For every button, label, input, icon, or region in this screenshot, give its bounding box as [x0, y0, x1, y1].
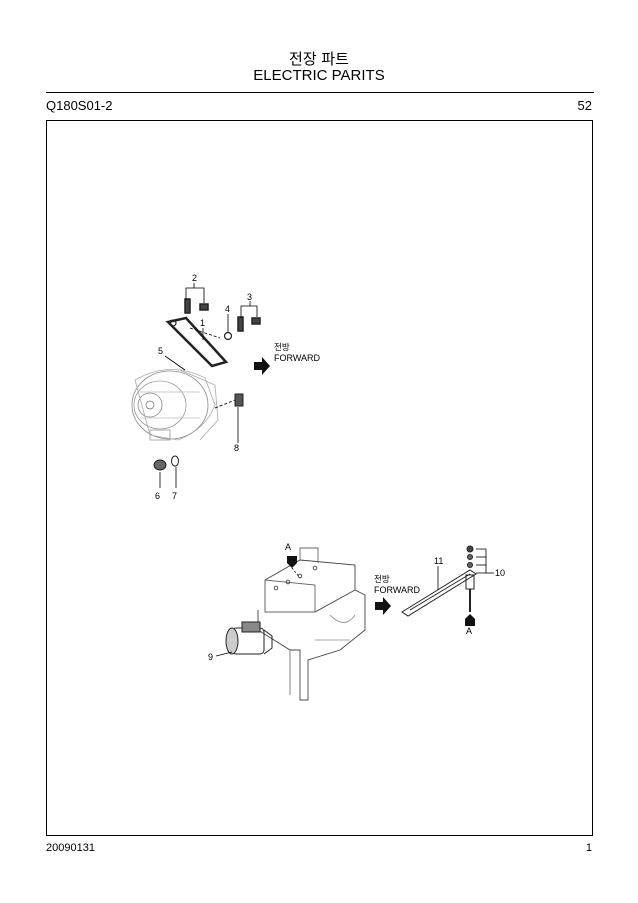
leader-lines-bottom	[215, 548, 494, 657]
callout-10: 10	[495, 568, 505, 578]
wiring-rail-part-11	[401, 569, 477, 617]
starter-motor-part-9	[225, 621, 273, 655]
view-arrow-icon-a-bottom	[465, 614, 475, 626]
page-number: 52	[577, 98, 592, 113]
bracket-part-1	[165, 316, 229, 368]
alternator-illustration	[131, 369, 219, 441]
direction-label-korean-bottom: 전방	[374, 574, 390, 585]
engine-block-illustration	[257, 547, 366, 701]
leader-lines-top	[159, 283, 258, 488]
callout-6: 6	[155, 491, 160, 501]
header-rule	[46, 92, 594, 93]
callout-4: 4	[225, 304, 230, 314]
view-marker-a-top: A	[285, 542, 291, 552]
callout-2: 2	[192, 273, 197, 283]
callout-8: 8	[234, 443, 239, 453]
nut-part-6	[153, 459, 167, 471]
direction-label-korean-top: 전방	[274, 342, 290, 353]
bolt-part-2	[184, 298, 209, 314]
callout-3: 3	[247, 292, 252, 302]
callout-11: 11	[434, 556, 443, 566]
direction-label-english-top: FORWARD	[274, 353, 320, 363]
direction-label-english-bottom: FORWARD	[374, 585, 420, 595]
bolt-part-8	[214, 393, 244, 409]
footer-date: 20090131	[46, 842, 95, 854]
forward-arrow-icon-bottom	[375, 597, 391, 615]
callout-7: 7	[172, 491, 177, 501]
view-arrow-icon-a-top	[287, 556, 297, 568]
callout-5: 5	[158, 346, 163, 356]
diagram-frame	[46, 120, 593, 836]
glow-plug-part-10	[465, 545, 475, 612]
washer-part-4	[223, 331, 233, 341]
document-code: Q180S01-2	[46, 98, 113, 113]
page-title-korean: 전장 파트	[289, 50, 349, 68]
view-marker-a-bottom: A	[466, 626, 472, 636]
washer-part-7	[171, 455, 179, 467]
callout-9: 9	[208, 652, 213, 662]
footer-sheet-number: 1	[585, 842, 592, 854]
forward-arrow-icon-top	[254, 357, 270, 375]
page-title-english: ELECTRIC PARITS	[253, 67, 385, 84]
callout-1: 1	[200, 318, 205, 328]
bolt-part-3	[237, 316, 261, 332]
